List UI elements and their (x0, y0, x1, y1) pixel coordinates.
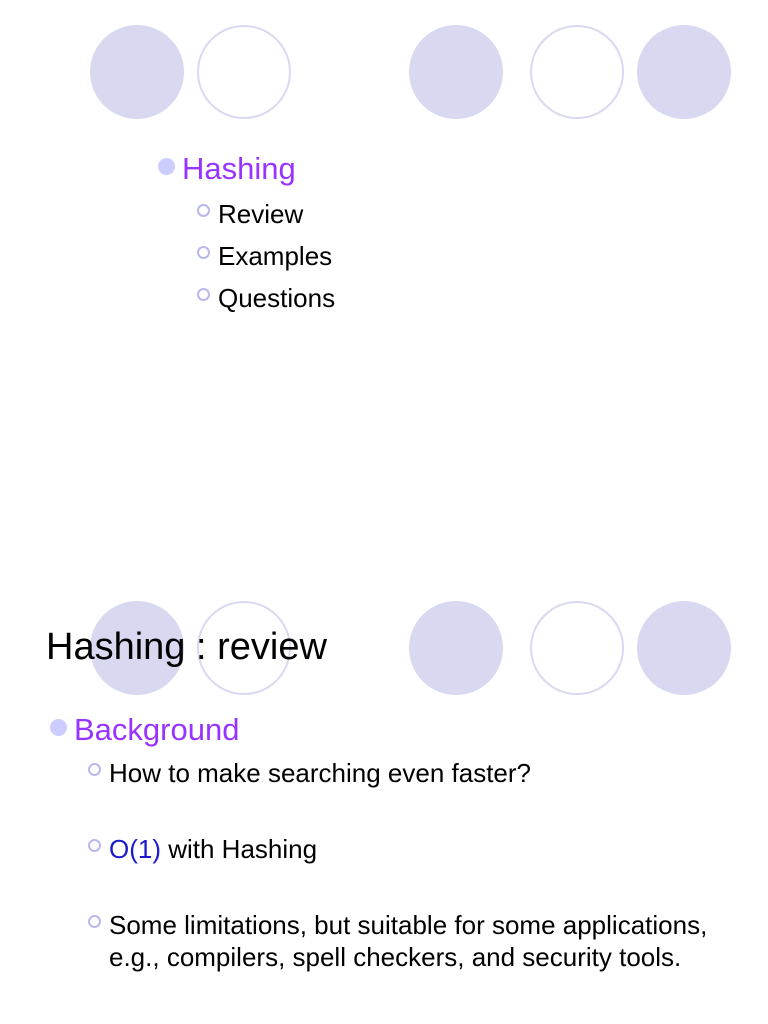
bullet-ring-icon (88, 839, 101, 852)
subitem-faster-search: How to make searching even faster? (88, 757, 709, 789)
subitem-text: with Hashing (161, 834, 318, 864)
bullet-text: Background (74, 712, 240, 747)
subitem-examples: Examples (197, 240, 333, 272)
decor-circle-filled (90, 601, 184, 695)
bullet-background: Background (50, 712, 239, 748)
bullet-ring-icon (197, 204, 210, 217)
bullet-hashing: Hashing (158, 151, 296, 187)
bullet-dot-icon (50, 719, 67, 736)
subitem-review: Review (197, 198, 304, 230)
subitem-text: Review (218, 199, 304, 229)
slide-1: Hashing Review Examples Questions (90, 25, 731, 314)
decor-circle-filled (637, 601, 731, 695)
subitem-limitations: Some limitations, but suitable for some … (88, 909, 709, 973)
bullet-dot-icon (158, 158, 175, 175)
subitem-text: How to make searching even faster? (109, 758, 531, 788)
bullet-ring-icon (88, 763, 101, 776)
decor-circle-outline (530, 601, 624, 695)
slide-title: Hashing : review (46, 626, 327, 668)
bullet-ring-icon (88, 915, 101, 928)
subitem-text: Some limitations, but suitable for some … (109, 910, 708, 972)
bullet-ring-icon (197, 246, 210, 259)
subitem-text: Examples (218, 241, 333, 271)
subitem-o1-hashing: O(1) with Hashing (88, 833, 709, 865)
slide-2: Hashing : review Background How to make … (0, 512, 768, 1024)
decor-circle-outline (197, 25, 291, 119)
complexity-highlight: O(1) (109, 834, 161, 864)
bullet-text: Hashing (182, 151, 296, 186)
decor-circle-outline (530, 25, 624, 119)
subitem-text: Questions (218, 283, 336, 313)
decor-circle-filled (90, 25, 184, 119)
decor-circle-filled (409, 601, 503, 695)
decor-circle-filled (637, 25, 731, 119)
bullet-ring-icon (197, 288, 210, 301)
subitem-questions: Questions (197, 282, 336, 314)
decor-circle-outline (197, 601, 291, 695)
decor-circle-filled (409, 25, 503, 119)
